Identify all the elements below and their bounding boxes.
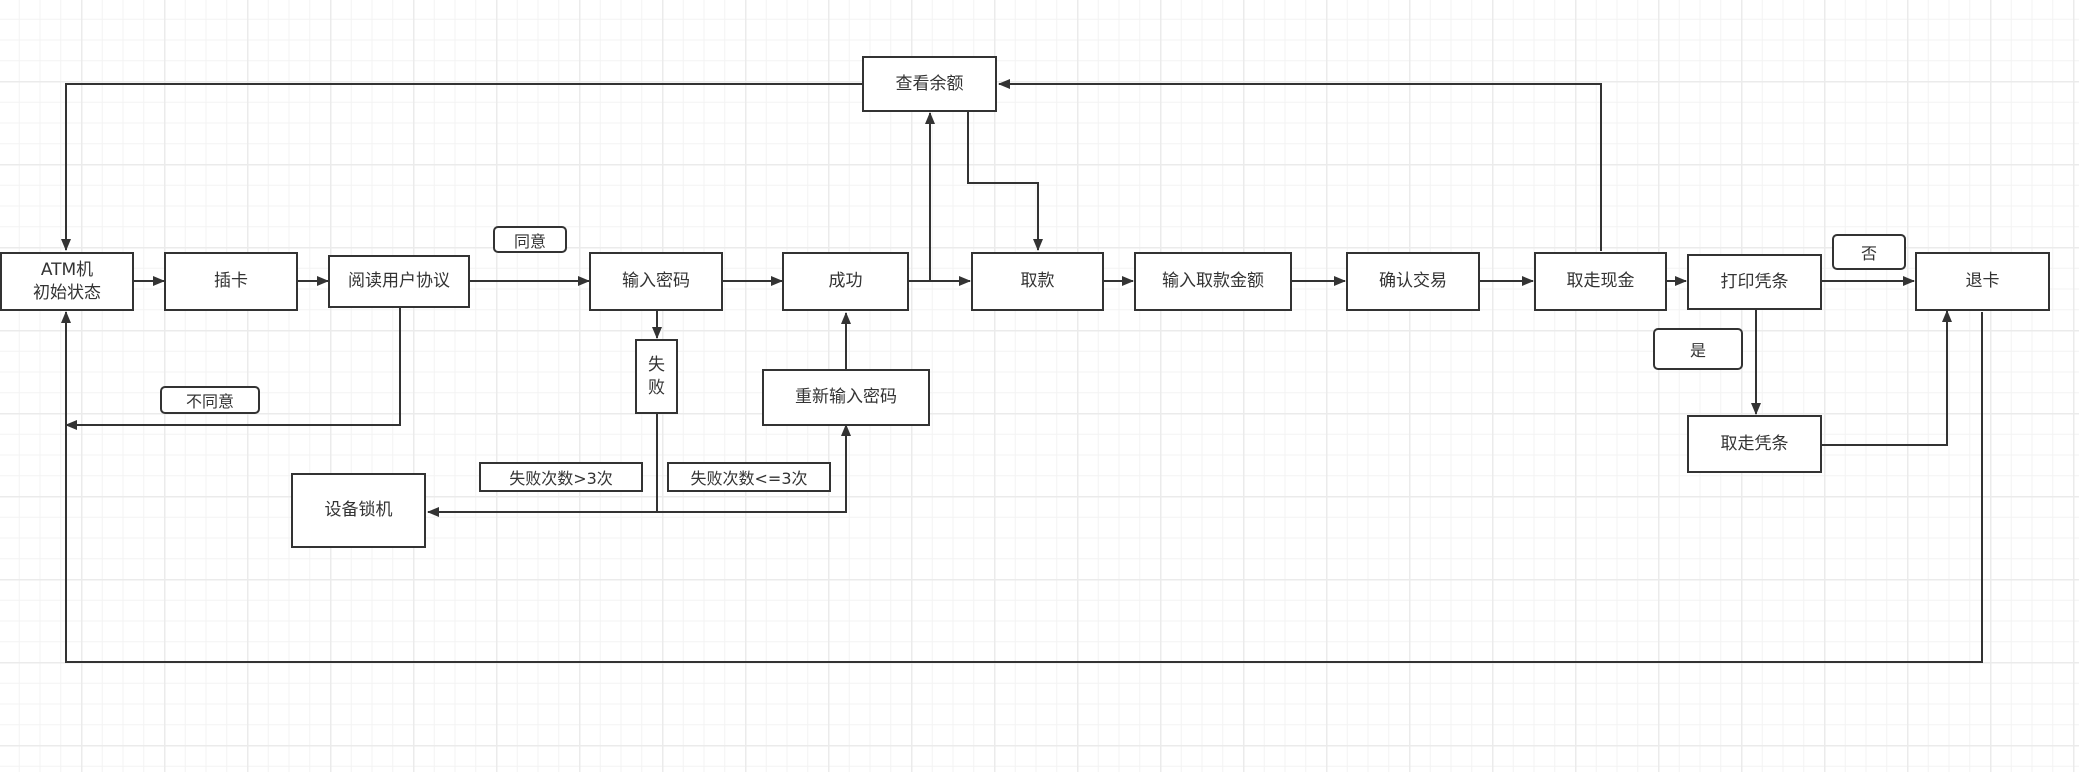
node-reenter-pin[interactable]: 重新输入密码 bbox=[762, 369, 930, 426]
node-check-balance[interactable]: 查看余额 bbox=[862, 56, 997, 112]
label-yes: 是 bbox=[1653, 328, 1743, 370]
node-confirm-transaction[interactable]: 确认交易 bbox=[1346, 252, 1480, 311]
node-withdraw[interactable]: 取款 bbox=[971, 252, 1104, 311]
node-read-agreement[interactable]: 阅读用户协议 bbox=[328, 255, 470, 308]
label-disagree: 不同意 bbox=[160, 386, 260, 414]
node-device-lock[interactable]: 设备锁机 bbox=[291, 473, 426, 548]
edge-balance-to-withdraw[interactable] bbox=[967, 111, 1043, 251]
label-agree: 同意 bbox=[493, 226, 567, 253]
label-no: 否 bbox=[1832, 234, 1906, 270]
edge-receipt-to-return[interactable] bbox=[1822, 310, 1952, 446]
edge-failure-to-reenter[interactable] bbox=[657, 424, 851, 513]
edge-balance-to-atm[interactable] bbox=[61, 83, 862, 251]
node-print-receipt[interactable]: 打印凭条 bbox=[1687, 254, 1822, 310]
edge-agreement-disagree[interactable] bbox=[65, 308, 401, 430]
label-fail-le3: 失败次数<=3次 bbox=[667, 462, 831, 492]
node-success[interactable]: 成功 bbox=[782, 252, 909, 311]
node-enter-pin[interactable]: 输入密码 bbox=[589, 252, 723, 311]
edge-cash-to-balance[interactable] bbox=[998, 79, 1602, 251]
label-fail-gt3: 失败次数>3次 bbox=[479, 462, 643, 492]
node-return-card[interactable]: 退卡 bbox=[1915, 252, 2050, 311]
node-failure-text: 失败 bbox=[648, 354, 665, 398]
node-take-receipt[interactable]: 取走凭条 bbox=[1687, 415, 1822, 473]
edge-return-to-atm[interactable] bbox=[61, 311, 1983, 663]
node-take-cash[interactable]: 取走现金 bbox=[1534, 252, 1667, 311]
node-failure[interactable]: 失败 bbox=[635, 339, 678, 414]
node-enter-amount[interactable]: 输入取款金额 bbox=[1134, 252, 1292, 311]
node-insert-card[interactable]: 插卡 bbox=[164, 252, 298, 311]
node-atm-initial[interactable]: ATM机 初始状态 bbox=[0, 252, 134, 311]
